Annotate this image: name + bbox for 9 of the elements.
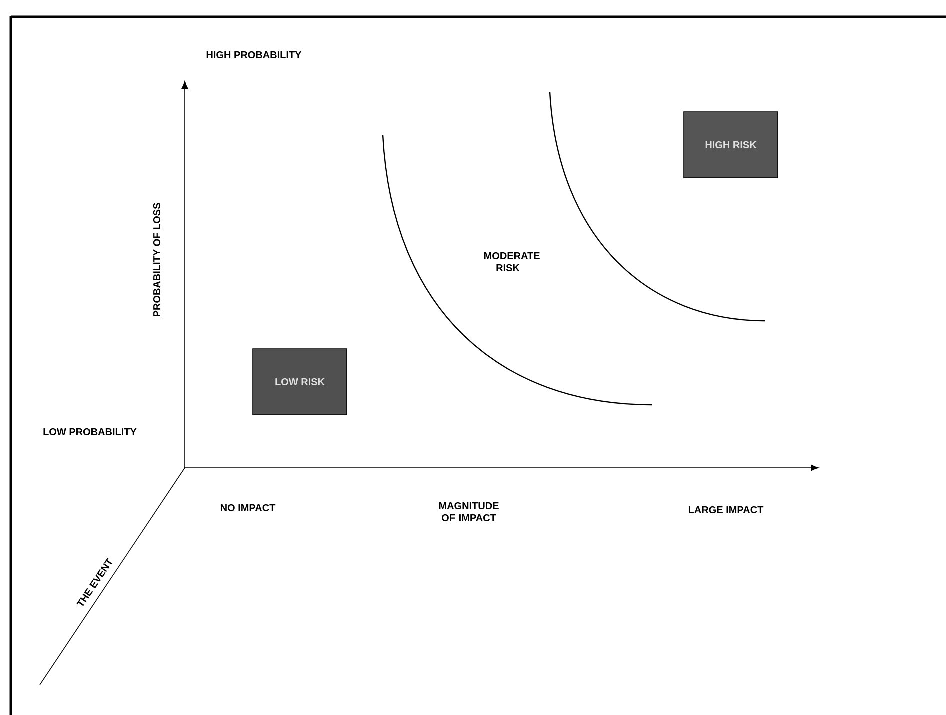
risk-box: LOW RISK xyxy=(252,348,348,416)
axis-label: NO IMPACT xyxy=(221,504,276,512)
region-label: MODERATE RISK xyxy=(484,252,540,272)
axis-label: LARGE IMPACT xyxy=(689,506,764,514)
risk-box: HIGH RISK xyxy=(684,112,778,178)
axis-title: MAGNITUDE OF IMPACT xyxy=(439,502,499,522)
axis-title: PROBABILITY OF LOSS xyxy=(153,203,161,317)
axis-label: LOW PROBABILITY xyxy=(44,428,137,436)
axis-label: HIGH PROBABILITY xyxy=(206,51,302,59)
